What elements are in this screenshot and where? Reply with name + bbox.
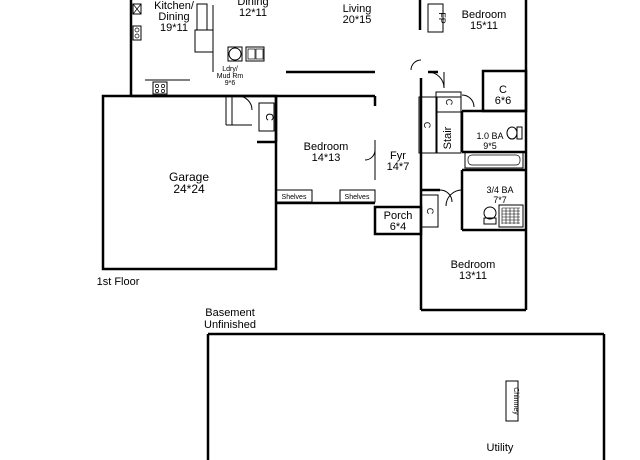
porch-size: 6*4 [390, 221, 407, 233]
stove-icon [132, 25, 142, 41]
garage-label: Garage [169, 170, 209, 184]
basement-label-2: Unfinished [204, 319, 256, 331]
shelves-right-label: Shelves [345, 194, 370, 201]
foyer-label: Fyr [390, 150, 406, 162]
foyer-size: 14*7 [387, 161, 410, 173]
laundry-label-1: Ldry/ [222, 66, 238, 73]
bedroom-mid-label: Bedroom [304, 141, 349, 153]
living-label: Living [343, 3, 372, 15]
utility-label: Utility [487, 442, 514, 454]
bedroom-bottom-label: Bedroom [451, 259, 496, 271]
garage-size: 24*24 [173, 182, 205, 196]
stair-closet-label-1: C [444, 99, 454, 106]
chimney-box [505, 380, 519, 422]
bath-fixtures [464, 126, 524, 228]
toilet-icon [506, 126, 518, 140]
shelves-right [339, 189, 376, 203]
bath-full-label: 1.0 BA [476, 131, 503, 141]
basement-label-1: Basement [205, 307, 255, 319]
stair-closet-label-2: C [422, 122, 432, 129]
closet-laundry-label: C [263, 113, 275, 121]
kitchen-label-2: Dining [158, 11, 189, 23]
fireplace-label: FP [437, 12, 447, 24]
chimney-label: Chimney [512, 387, 519, 415]
first-floor-label: 1st Floor [97, 276, 140, 288]
bath-34-label: 3/4 BA [486, 185, 513, 195]
laundry-fixtures [227, 46, 265, 62]
laundry-size: 9*6 [225, 80, 236, 87]
closets [258, 91, 462, 228]
bathtub-icon [464, 151, 524, 169]
kitchen-size: 19*11 [160, 22, 188, 34]
fireplace-icon [427, 3, 444, 33]
bath-full-size: 9*5 [483, 141, 497, 151]
shelves-left [275, 189, 313, 203]
kitchen-label-1: Kitchen/ [154, 0, 195, 12]
dining-label: Dining [237, 0, 268, 8]
living-size: 20*15 [343, 14, 372, 26]
porch-label: Porch [384, 210, 413, 222]
shower-icon [498, 204, 524, 228]
dining-size: 12*11 [239, 7, 267, 19]
bedroom-top-right-size: 15*11 [470, 20, 498, 32]
sink-icon [245, 46, 265, 62]
first-floor-walls [101, 0, 528, 312]
bedroom-bottom-size: 13*11 [459, 270, 487, 282]
closet-6x6-label: C [499, 84, 507, 96]
door-swings [225, 59, 475, 207]
foyer-closet-label: C [425, 208, 435, 215]
bedroom-top-right-label: Bedroom [462, 9, 507, 21]
stair-label: Stair [442, 126, 454, 149]
bath-34-size: 7*7 [493, 195, 507, 205]
bedroom-mid-size: 14*13 [312, 152, 341, 164]
washer-icon [228, 47, 242, 61]
kitchen-fixtures [132, 3, 214, 95]
basement-walls [206, 332, 606, 460]
closet-6x6-size: 6*6 [495, 95, 512, 107]
shelves-left-label: Shelves [282, 194, 307, 201]
laundry-label-2: Mud Rm [217, 73, 244, 80]
